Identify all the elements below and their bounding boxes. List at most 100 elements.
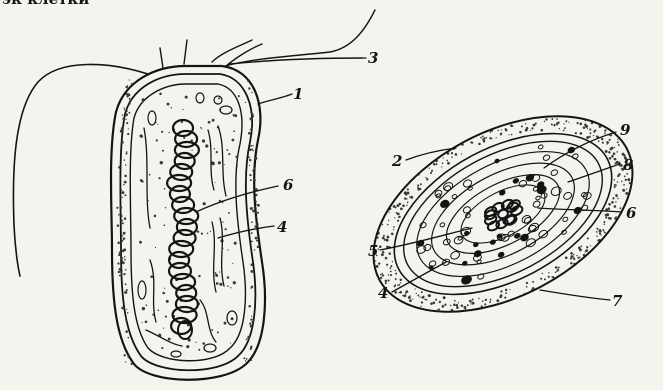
stipple-dot [463,306,467,310]
inclusion-granule [562,216,568,222]
stipple-dot [461,153,463,155]
stipple-dot [157,124,158,125]
stipple-dot [164,288,165,289]
stipple-dot [402,204,406,208]
stipple-dot [450,304,452,306]
stipple-dot [384,279,387,282]
stipple-dot [521,125,524,128]
stipple-dot [489,301,492,304]
stipple-dot [122,114,124,116]
stipple-dot [254,210,255,211]
callout-right-4: 4 [378,284,388,302]
stipple-dot [438,308,440,310]
stipple-dot [121,235,123,237]
stipple-dot [120,156,121,157]
stipple-dot [430,172,433,175]
stipple-dot [203,202,206,205]
stipple-dot [375,260,377,262]
stipple-dot [446,159,448,161]
stipple-dot [623,184,625,186]
stipple-dot [245,360,247,362]
stipple-dot [186,345,189,348]
stipple-dot [389,267,391,269]
stipple-dot [245,363,246,364]
stipple-dot [127,133,129,135]
stipple-dot [118,271,120,273]
stipple-dot [122,261,125,264]
stipple-dot [387,279,390,282]
stipple-dot [219,271,220,272]
stipple-dot [545,118,548,121]
stipple-dot [412,298,414,300]
stipple-dot [455,303,459,307]
stipple-dot [182,109,183,110]
right-cell-nucleoid [480,194,527,235]
stipple-dot [125,320,127,322]
stipple-dot [247,80,249,82]
callout-left-4: 4 [277,218,287,236]
stipple-dot [574,132,577,135]
stipple-dot [470,303,472,305]
stipple-dot [511,133,513,135]
stipple-dot [393,226,395,228]
stipple-dot [386,263,389,266]
stipple-dot [433,162,436,165]
stipple-dot [256,223,259,226]
stipple-dot [124,175,127,178]
stipple-dot [243,357,245,359]
stipple-dot [129,103,131,105]
stipple-dot [393,229,395,231]
stipple-dot [122,222,124,224]
stipple-dot [419,296,421,298]
stipple-dot [257,246,260,249]
stipple-dot [202,139,205,142]
stipple-dot [163,224,165,226]
stipple-dot [616,151,618,153]
stipple-dot [218,97,220,99]
callout-right-5: 5 [368,242,378,260]
stipple-dot [611,155,615,159]
stipple-dot [249,148,252,151]
stipple-dot [435,163,437,165]
stipple-dot [200,127,202,129]
stipple-dot [390,270,392,272]
stipple-dot [165,207,166,208]
stipple-dot [409,299,413,303]
stipple-dot [121,141,124,144]
stipple-dot [550,123,553,126]
stipple-dot [256,204,257,205]
stipple-dot [250,137,251,138]
stipple-dot [397,285,399,287]
inclusion-granule [518,179,528,188]
stipple-dot [171,107,172,108]
stipple-dot [497,129,499,131]
stipple-dot [383,234,386,237]
stipple-dot [128,128,129,129]
inclusion-granule [462,206,471,215]
stipple-dot [216,151,218,153]
stipple-dot [519,130,522,133]
stipple-dot [587,128,589,130]
stipple-dot [619,207,622,210]
stipple-dot [604,129,607,132]
stipple-dot [226,149,228,151]
stipple-dot [420,183,423,186]
left-cell-nucleoid [167,120,199,339]
stipple-dot [119,251,121,253]
inclusion-granule [561,229,567,235]
stipple-dot [126,151,127,152]
stipple-dot [251,221,253,223]
stipple-dot [161,347,163,349]
stipple-dot [214,148,215,149]
stipple-dot [117,242,120,245]
stipple-dot [168,338,171,341]
stipple-dot [437,309,439,311]
stipple-dot [504,288,507,291]
stipple-dot [590,245,592,247]
stipple-dot [447,161,451,165]
stipple-dot [563,129,565,131]
inclusion-granule [490,239,496,245]
stipple-dot [427,294,431,298]
stipple-dot [124,194,126,196]
stipple-dot [399,207,403,211]
